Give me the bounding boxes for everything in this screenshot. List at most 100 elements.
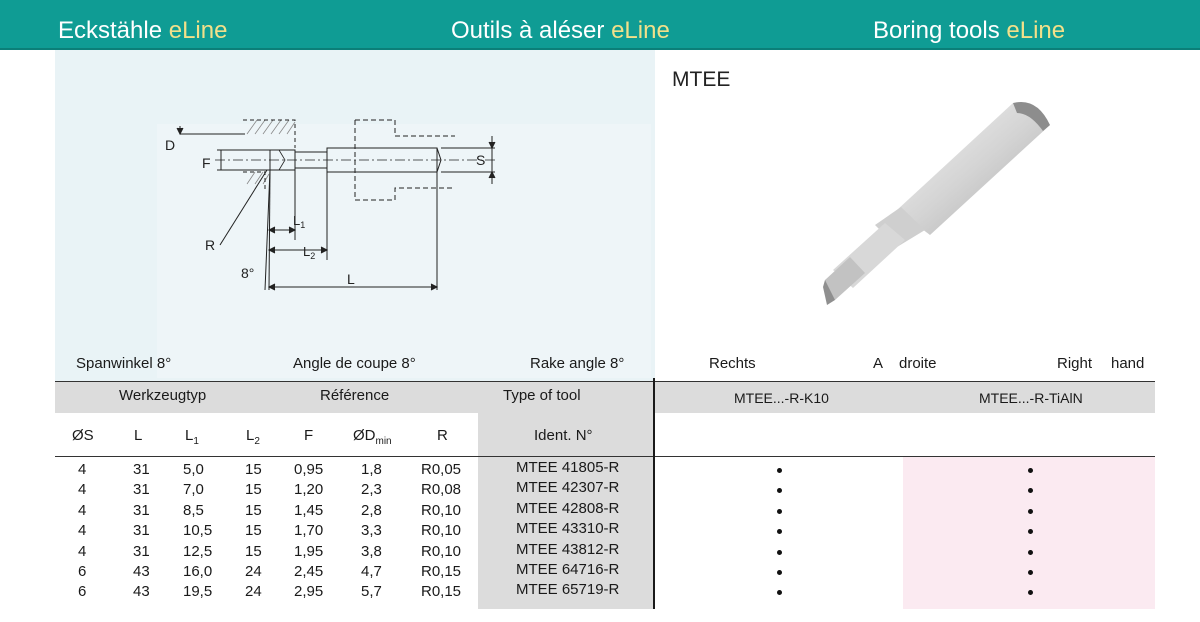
dim-label-l: L [347, 271, 355, 287]
cell-l2: 15 [245, 542, 262, 560]
cell-dmin: 1,8 [361, 461, 382, 478]
availability-dot-k10 [777, 549, 782, 555]
header-divider [0, 48, 1200, 50]
cell-s: 4 [78, 522, 87, 540]
table-header-left [55, 382, 653, 413]
table-top-rule [55, 381, 1155, 382]
cell-r: R0,10 [421, 542, 462, 560]
cell-l1: 16,0 [183, 563, 213, 580]
grade-tialn-header: MTEE...-R-TiAlN [979, 390, 1083, 406]
col-header-s: ØS [72, 427, 94, 444]
cell-s: 6 [78, 583, 87, 601]
cell-r: R0,10 [421, 522, 462, 540]
technical-drawing-panel: D F S R 8° L1 L2 L [55, 50, 655, 382]
cell-dmin: 2,3 [361, 481, 382, 499]
cell-l: 43 [133, 563, 150, 580]
cell-f: 1,70 [294, 522, 324, 540]
cell-ident: MTEE 65719-R [516, 581, 620, 599]
availability-dot-k10 [777, 508, 782, 514]
cell-s: 4 [78, 481, 87, 499]
col-header-r: R [437, 427, 448, 444]
cell-dmin: 5,7 [361, 583, 382, 601]
availability-dot-tialn [1028, 468, 1033, 473]
cell-ident: MTEE 43812-R [516, 540, 620, 558]
grade-k10-header: MTEE...-R-K10 [734, 390, 829, 406]
availability-dot-k10 [777, 488, 782, 494]
cell-r: R0,15 [421, 563, 462, 580]
hand-fr-b: droite [899, 355, 937, 372]
cell-l: 31 [133, 481, 150, 499]
cell-l1: 5,0 [183, 461, 204, 478]
cell-l2: 15 [245, 461, 262, 478]
type-of-tool-header: Type of tool [503, 387, 581, 404]
dim-label-r: R [205, 237, 215, 253]
hand-fr-a: A [873, 355, 884, 372]
availability-dot-tialn [1028, 570, 1033, 575]
cell-f: 0,95 [294, 461, 324, 478]
rake-angle-fr: Angle de coupe 8° [293, 355, 416, 372]
dim-label-f: F [202, 155, 211, 171]
cell-r: R0,15 [421, 583, 462, 601]
availability-dot-tialn [1028, 488, 1033, 494]
cell-l: 31 [133, 522, 150, 540]
cell-s: 4 [78, 501, 87, 519]
cell-f: 2,95 [294, 583, 324, 601]
cell-l1: 19,5 [183, 583, 213, 601]
werkzeugtyp-header: Werkzeugtyp [119, 387, 207, 404]
cell-l2: 15 [245, 522, 262, 540]
col-header-dmin: ØDmin [353, 427, 392, 447]
cell-ident: MTEE 64716-R [516, 561, 620, 578]
dim-label-l2: L2 [303, 244, 315, 261]
cell-r: R0,08 [421, 481, 462, 499]
technical-drawing: D F S R 8° L1 L2 L [165, 119, 496, 291]
cell-s: 4 [78, 461, 87, 478]
cell-s: 6 [78, 563, 87, 580]
table-divider [653, 378, 655, 609]
availability-dot-k10 [777, 468, 782, 473]
boring-tool-image [823, 101, 1050, 305]
cell-l1: 7,0 [183, 481, 204, 499]
availability-dot-k10 [777, 590, 782, 596]
col-header-l1: L1 [185, 427, 199, 447]
cell-dmin: 4,7 [361, 563, 382, 580]
column-header-rule [55, 456, 1155, 457]
header-band [0, 0, 1200, 48]
title-de: Eckstähle eLine [58, 17, 228, 44]
cell-f: 1,20 [294, 481, 324, 499]
cell-r: R0,10 [421, 501, 462, 519]
cell-l1: 8,5 [183, 501, 204, 519]
cell-dmin: 2,8 [361, 501, 382, 519]
hand-de: Rechts [709, 355, 756, 372]
cell-f: 1,95 [294, 542, 324, 560]
col-header-l2: L2 [246, 427, 260, 447]
dim-label-l1: L1 [293, 213, 305, 230]
availability-dot-k10 [777, 570, 782, 575]
cell-l: 31 [133, 542, 150, 560]
cell-l: 31 [133, 461, 150, 478]
cell-l1: 12,5 [183, 542, 213, 560]
title-fr: Outils à aléser eLine [451, 17, 670, 44]
cell-l2: 15 [245, 481, 262, 499]
col-header-ident: Ident. N° [534, 427, 593, 444]
ident-column-bg [478, 413, 653, 609]
cell-ident: MTEE 41805-R [516, 459, 620, 476]
dim-label-s: S [476, 152, 485, 168]
tool-name: MTEE [672, 68, 731, 91]
availability-dot-tialn [1028, 529, 1033, 535]
drawing-inner [157, 124, 651, 378]
hand-en-b: hand [1111, 355, 1145, 372]
title-en: Boring tools eLine [873, 17, 1066, 44]
col-header-f: F [304, 427, 314, 444]
cell-l2: 24 [245, 563, 262, 580]
cell-ident: MTEE 43310-R [516, 520, 620, 538]
col-header-l: L [134, 427, 143, 444]
cell-s: 4 [78, 542, 87, 560]
rake-angle-de: Spanwinkel 8° [76, 355, 172, 372]
cell-l: 31 [133, 501, 150, 519]
availability-dot-tialn [1028, 549, 1033, 555]
cell-ident: MTEE 42307-R [516, 479, 620, 497]
availability-dot-tialn [1028, 508, 1033, 514]
cell-f: 1,45 [294, 501, 324, 519]
cell-dmin: 3,3 [361, 522, 382, 540]
cell-r: R0,05 [421, 461, 462, 478]
